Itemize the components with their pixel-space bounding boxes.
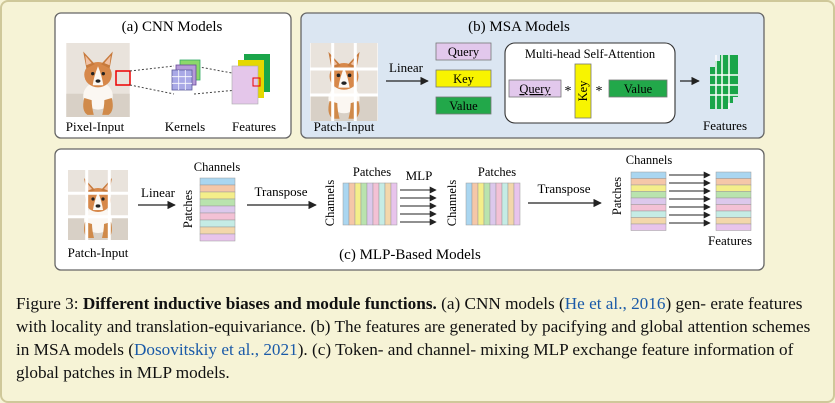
mhsa-value-box: Value bbox=[624, 82, 653, 96]
msa-linear-label: Linear bbox=[389, 60, 424, 75]
kernels-label: Kernels bbox=[165, 119, 205, 134]
table1-channels-label: Channels bbox=[194, 160, 241, 174]
figure-caption: Figure 3: Different inductive biases and… bbox=[16, 292, 821, 384]
mlp-patch-input-label: Patch-Input bbox=[68, 245, 129, 260]
cnn-panel-title: (a) CNN Models bbox=[122, 19, 223, 35]
msa-key-box: Key bbox=[453, 72, 475, 86]
table3-patches-label: Patches bbox=[478, 165, 516, 179]
msa-panel: (b) MSA Models Patch-Input Linear Query … bbox=[300, 12, 765, 139]
table4-channels-label: Channels bbox=[626, 153, 673, 167]
caption-part-3: ). (c) Token- and channel- mixing MLP ex… bbox=[16, 340, 794, 382]
kernels-icon bbox=[171, 59, 201, 91]
msa-value-box: Value bbox=[449, 99, 478, 113]
caption-part-2: ) gen- erate features with locality and … bbox=[16, 294, 811, 359]
figure-diagram: (a) CNN Models bbox=[54, 12, 765, 271]
msa-features-label: Features bbox=[703, 118, 747, 133]
table2-patches-label: Patches bbox=[353, 165, 391, 179]
cnn-features-label: Features bbox=[232, 119, 276, 134]
pixel-input-image bbox=[66, 43, 131, 117]
table4-patches-label: Patches bbox=[610, 177, 624, 215]
table1-stripes bbox=[199, 177, 236, 242]
mlp-label: MLP bbox=[406, 168, 433, 183]
mlp-patch-input-image bbox=[64, 170, 132, 240]
caption-part-1: (a) CNN models ( bbox=[441, 294, 565, 313]
mhsa-query-box: Query bbox=[519, 82, 551, 96]
mhsa-star-1: * bbox=[565, 84, 572, 99]
citation-link-he-2016[interactable]: He et al., 2016 bbox=[564, 294, 666, 313]
msa-panel-title: (b) MSA Models bbox=[468, 19, 570, 35]
citation-link-dosovitskiy-2021[interactable]: Dosovitskiy et al., 2021 bbox=[133, 340, 298, 359]
table4-stripes bbox=[630, 171, 667, 231]
transpose2-label: Transpose bbox=[538, 181, 591, 196]
mlp-panel-title: (c) MLP-Based Models bbox=[339, 247, 481, 263]
caption-bold-title: Different inductive biases and module fu… bbox=[82, 294, 437, 313]
mlp-linear-label: Linear bbox=[141, 185, 176, 200]
mlp-features-stripes bbox=[715, 171, 752, 231]
msa-query-box: Query bbox=[448, 45, 480, 59]
caption-label: Figure 3: bbox=[16, 294, 79, 313]
mhsa-key-box: Key bbox=[576, 80, 590, 102]
table3-stripes bbox=[465, 182, 521, 226]
cnn-features-stack bbox=[231, 54, 270, 105]
msa-features-stack bbox=[710, 55, 738, 109]
cnn-panel: (a) CNN Models bbox=[54, 12, 292, 139]
msa-patch-input-image bbox=[310, 43, 378, 121]
table1-patches-label: Patches bbox=[181, 190, 195, 228]
pixel-input-label: Pixel-Input bbox=[66, 119, 125, 134]
table3-channels-label: Channels bbox=[445, 180, 459, 227]
msa-patch-input-label: Patch-Input bbox=[314, 119, 375, 134]
mlp-features-label: Features bbox=[708, 233, 752, 248]
table2-stripes bbox=[342, 182, 398, 226]
transpose1-label: Transpose bbox=[255, 184, 308, 199]
mhsa-title: Multi-head Self-Attention bbox=[525, 47, 656, 61]
table2-channels-label: Channels bbox=[323, 180, 337, 227]
mlp-panel: Patch-Input Linear Channels Patches Tran… bbox=[54, 148, 765, 271]
mhsa-star-2: * bbox=[596, 84, 603, 99]
